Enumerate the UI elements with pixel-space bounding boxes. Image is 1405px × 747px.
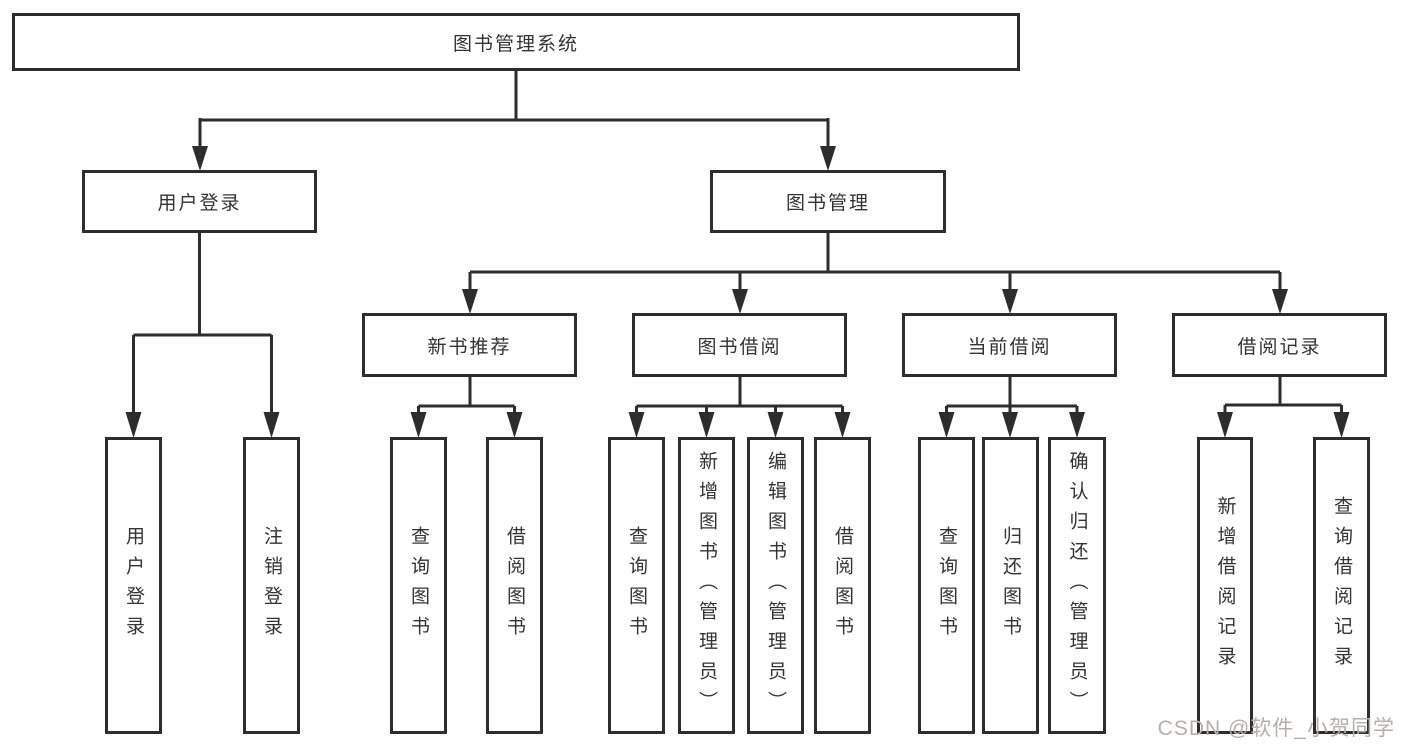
leaf-borrow-book-label: 借阅图书 [832, 525, 853, 646]
node-current-borrow-label: 当前借阅 [967, 336, 1052, 358]
watermark: CSDN @软件_小贺同学 [1157, 717, 1395, 740]
leaf-borrow-query-book-label: 查询图书 [626, 525, 647, 646]
leaf-confirm-return-admin-label: 确认归还（管理员） [1066, 450, 1088, 721]
leaf-query-borrow-record: 查询借阅记录 [1313, 437, 1370, 734]
connector-book-borrow-to-leaves [628, 375, 851, 438]
connector-root-to-level2 [192, 70, 836, 171]
connector-borrow-record-to-leaves [1217, 375, 1350, 438]
leaf-current-query-book: 查询图书 [918, 437, 975, 734]
leaf-add-borrow-record: 新增借阅记录 [1197, 437, 1253, 734]
leaf-borrow-query-book: 查询图书 [608, 437, 665, 734]
node-borrow-record-label: 借阅记录 [1237, 336, 1322, 358]
node-book-borrow-label: 图书借阅 [697, 336, 782, 358]
node-book-management-label: 图书管理 [785, 193, 870, 214]
leaf-current-query-book-label: 查询图书 [936, 525, 957, 646]
leaf-user-login-label: 用户登录 [123, 525, 144, 646]
leaf-edit-book-admin-label: 编辑图书（管理员） [765, 450, 786, 721]
node-root-label: 图书管理系统 [452, 33, 579, 55]
leaf-logout-label: 注销登录 [261, 525, 282, 646]
leaf-borrow-book: 借阅图书 [814, 437, 871, 734]
leaf-add-book-admin: 新增图书（管理员） [678, 437, 735, 734]
leaf-add-book-admin-label: 新增图书（管理员） [696, 450, 717, 721]
node-user-login-label: 用户登录 [157, 193, 242, 214]
leaf-logout: 注销登录 [243, 437, 300, 734]
node-new-book-recommend: 新书推荐 [362, 313, 577, 377]
node-borrow-record: 借阅记录 [1172, 313, 1387, 377]
leaf-user-login: 用户登录 [105, 437, 162, 734]
leaf-return-book: 归还图书 [982, 437, 1039, 734]
node-current-borrow: 当前借阅 [902, 313, 1117, 377]
connector-book-management-to-level3 [462, 232, 1288, 314]
leaf-recommend-query-book-label: 查询图书 [408, 525, 429, 646]
connector-new-book-recommend-to-leaves [410, 375, 523, 438]
leaf-query-borrow-record-label: 查询借阅记录 [1331, 495, 1352, 676]
leaf-recommend-borrow-book-label: 借阅图书 [504, 525, 525, 646]
node-new-book-recommend-label: 新书推荐 [427, 336, 512, 358]
connector-current-borrow-to-leaves [938, 375, 1085, 438]
node-book-borrow: 图书借阅 [632, 313, 847, 377]
node-root: 图书管理系统 [12, 13, 1020, 71]
leaf-add-borrow-record-label: 新增借阅记录 [1214, 495, 1236, 676]
leaf-edit-book-admin: 编辑图书（管理员） [747, 437, 804, 734]
connector-user-login-to-leaves [125, 232, 280, 438]
leaf-recommend-query-book: 查询图书 [390, 437, 447, 734]
leaf-return-book-label: 归还图书 [1000, 525, 1021, 646]
node-user-login: 用户登录 [82, 170, 317, 233]
leaf-confirm-return-admin: 确认归还（管理员） [1048, 437, 1106, 734]
leaf-recommend-borrow-book: 借阅图书 [486, 437, 543, 734]
node-book-management: 图书管理 [710, 170, 946, 233]
